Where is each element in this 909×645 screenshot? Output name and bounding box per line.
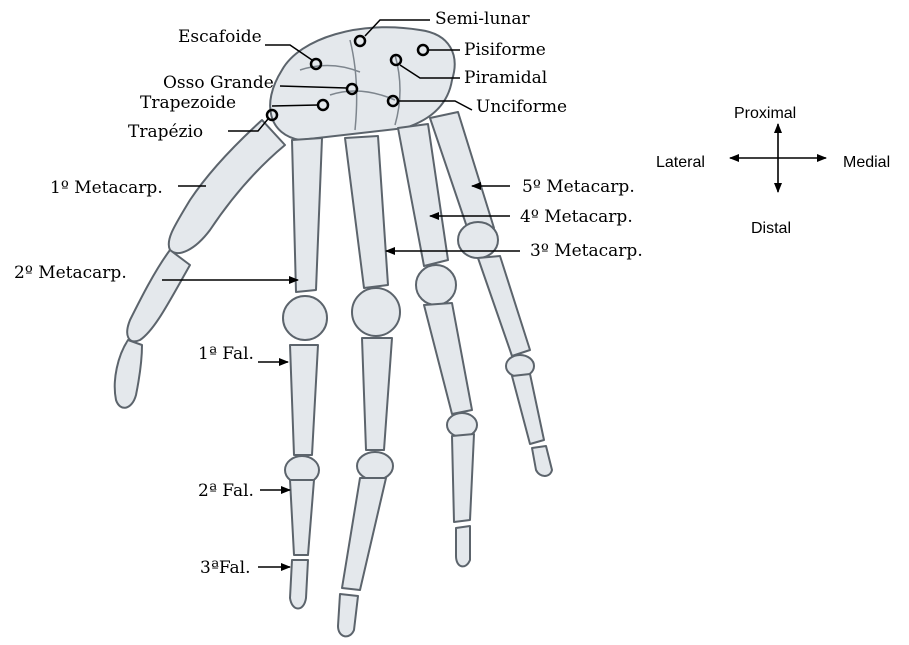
orientation-compass: Proximal Distal Lateral Medial xyxy=(656,105,890,237)
label-2-metacarp: 2º Metacarp. xyxy=(14,263,127,283)
compass-distal: Distal xyxy=(751,220,791,237)
label-3-fal: 3ªFal. xyxy=(200,558,251,578)
finger-2-bones xyxy=(292,138,322,292)
label-escafoide: Escafoide xyxy=(178,27,262,47)
label-3-metacarp: 3º Metacarp. xyxy=(530,241,643,261)
label-trapezio: Trapézio xyxy=(128,122,203,142)
label-trapezoide: Trapezoide xyxy=(140,93,236,113)
label-osso-grande: Osso Grande xyxy=(163,73,274,93)
compass-proximal: Proximal xyxy=(734,105,796,122)
compass-lateral: Lateral xyxy=(656,154,705,171)
label-5-metacarp: 5º Metacarp. xyxy=(522,177,635,197)
label-4-metacarp: 4º Metacarp. xyxy=(520,207,633,227)
label-piramidal: Piramidal xyxy=(464,68,547,88)
label-pisiforme: Pisiforme xyxy=(464,40,546,60)
label-unciforme: Unciforme xyxy=(476,97,567,117)
label-1-fal: 1ª Fal. xyxy=(198,344,254,364)
finger-3-bones xyxy=(345,136,388,288)
compass-medial: Medial xyxy=(843,154,890,171)
label-2-fal: 2ª Fal. xyxy=(198,481,254,501)
hand-skeleton-illustration xyxy=(115,27,552,636)
label-semi-lunar: Semi-lunar xyxy=(435,9,530,29)
label-1-metacarp: 1º Metacarp. xyxy=(50,178,163,198)
leader-trapezoide xyxy=(272,105,318,106)
